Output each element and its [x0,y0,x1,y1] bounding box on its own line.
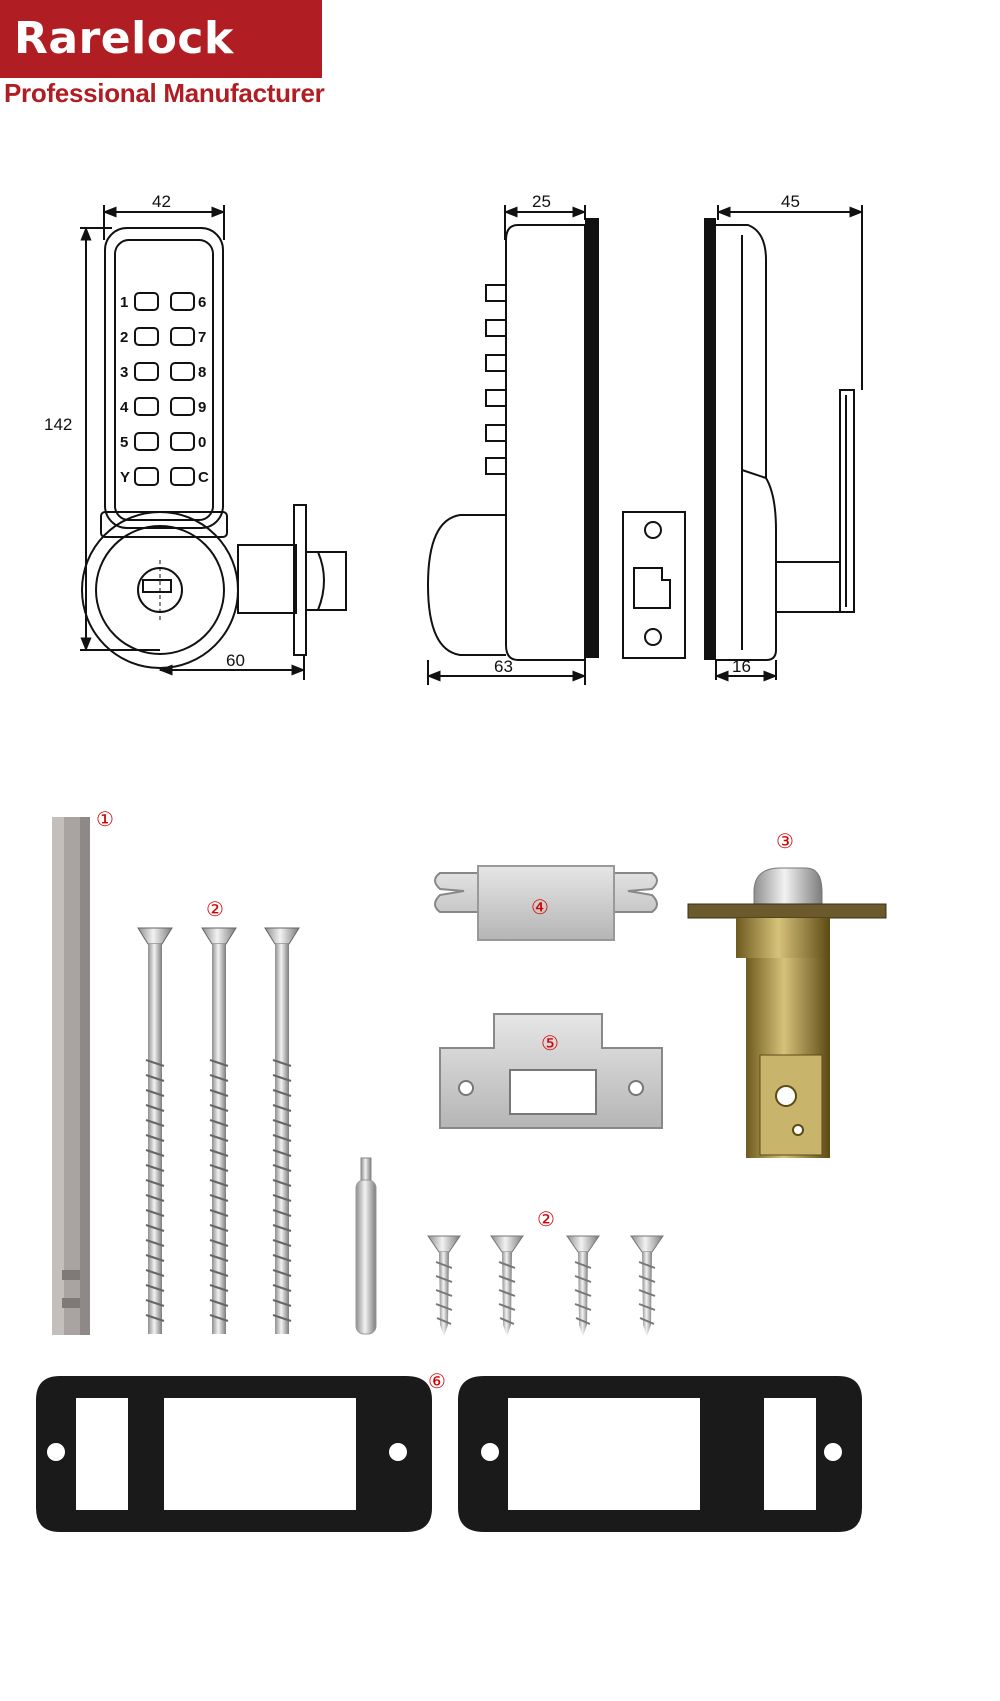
strike-plate-drawing [622,511,686,659]
keypad-buttons [134,292,195,486]
long-screws [137,927,300,1334]
key-label: C [198,469,209,486]
back-view-drawing [714,205,864,682]
back-gasket [704,218,716,660]
key-label: 0 [198,434,206,451]
part-marker: ② [537,1209,555,1231]
key-label: 4 [120,399,129,416]
key-label: 1 [120,294,128,311]
front-view-drawing [80,205,347,680]
part-marker: ② [206,899,224,921]
dimension-label: 16 [732,657,751,676]
part-marker: ④ [531,897,549,919]
key-label: 9 [198,399,206,416]
part-marker: ③ [776,831,794,853]
strike-plate [439,1013,663,1129]
key-label: 2 [120,329,128,346]
side-gasket [585,218,599,658]
square-spindle [52,817,90,1335]
part-marker: ⑤ [541,1033,559,1055]
dimension-label: 25 [532,192,551,211]
key-label: 6 [198,294,206,311]
connector-pin [355,1157,377,1335]
key-label: Y [120,469,130,486]
brand-tagline: Professional Manufacturer [4,78,325,108]
key-label: 8 [198,364,206,381]
side-view-drawing [426,205,587,685]
part-marker: ⑥ [428,1371,446,1393]
latch-bolt [687,867,887,1158]
rubber-gaskets [36,1376,862,1532]
dimension-label: 142 [44,415,72,434]
part-marker: ① [96,809,114,831]
key-label: 3 [120,364,128,381]
dimension-label: 42 [152,192,171,211]
brand-logo: Rarelock [0,0,322,78]
key-label: 5 [120,434,128,451]
key-label: 7 [198,329,206,346]
short-screws [427,1235,664,1336]
dimension-label: 60 [226,651,245,670]
dimension-label: 45 [781,192,800,211]
keypad-labels: 1 2 3 4 5 Y 6 7 8 9 0 C [120,294,209,486]
dimension-label: 63 [494,657,513,676]
bracket-plate [434,865,658,941]
